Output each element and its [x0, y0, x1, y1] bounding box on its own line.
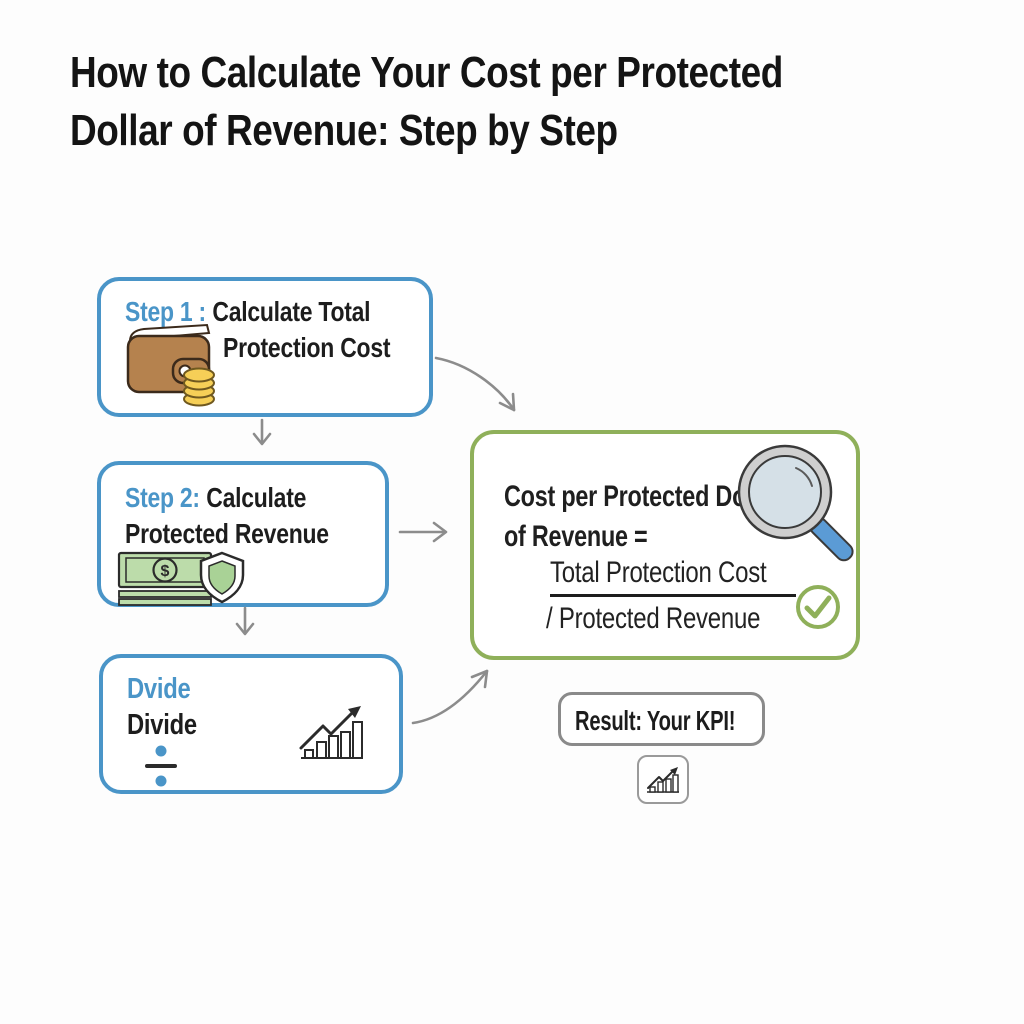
step1-heading-line1: Step 1 :Calculate Total — [125, 295, 371, 329]
mini-growth-chart-icon — [647, 766, 679, 793]
formula-numerator: Total Protection Cost — [550, 556, 767, 589]
divide-box: Dvide Divide — [99, 654, 403, 794]
arrow-step1-to-step2-icon — [252, 418, 272, 446]
arrow-step2-to-result-icon — [398, 521, 448, 543]
wallet-with-coins-icon — [126, 323, 215, 407]
magnifier-icon — [737, 444, 854, 562]
kpi-label: Result: Your KPI! — [575, 705, 736, 736]
step2-heading-line1: Step 2:Calculate — [125, 481, 306, 515]
result-heading-line2: of Revenue = — [504, 520, 648, 553]
step2-heading-line2: Protected Revenue — [125, 518, 329, 549]
page-title-line2: Dollar of Revenue: Step by Step — [70, 106, 618, 155]
step2-title-part: Calculate — [206, 482, 307, 513]
divide-title: Divide — [127, 709, 197, 741]
coin-stack-icon — [183, 367, 215, 407]
kpi-box: Result: Your KPI! — [558, 692, 765, 746]
result-heading-line1: Cost per Protected Dollar — [504, 480, 781, 513]
arrow-step2-to-divide-icon — [235, 606, 255, 636]
check-circle-icon — [796, 585, 840, 629]
dollar-sign-glyph: $ — [161, 563, 170, 580]
page-title-line1: How to Calculate Your Cost per Protected — [70, 48, 783, 97]
formula-denominator: / Protected Revenue — [546, 602, 761, 635]
step1-heading-line2: Protection Cost — [223, 332, 391, 363]
growth-chart-icon — [299, 706, 363, 759]
step2-label: Step 2: — [125, 482, 200, 513]
step1-title-part: Calculate Total — [212, 296, 371, 327]
magnifier-lens — [748, 455, 822, 529]
arrow-divide-to-result-icon — [411, 669, 489, 725]
arrow-step1-to-result-icon — [434, 356, 516, 412]
page-title: How to Calculate Your Cost per Protected… — [70, 44, 919, 160]
mini-chart-badge — [637, 755, 689, 804]
step1-box: Step 1 :Calculate Total Protection Cost — [97, 277, 433, 417]
banknote-with-shield-icon: $ — [117, 551, 245, 606]
fraction-line — [550, 594, 796, 597]
step1-label: Step 1 : — [125, 296, 206, 327]
step2-box: Step 2:Calculate Protected Revenue $ — [97, 461, 389, 607]
division-sign-icon — [145, 745, 177, 787]
divide-label: Dvide — [127, 673, 191, 705]
